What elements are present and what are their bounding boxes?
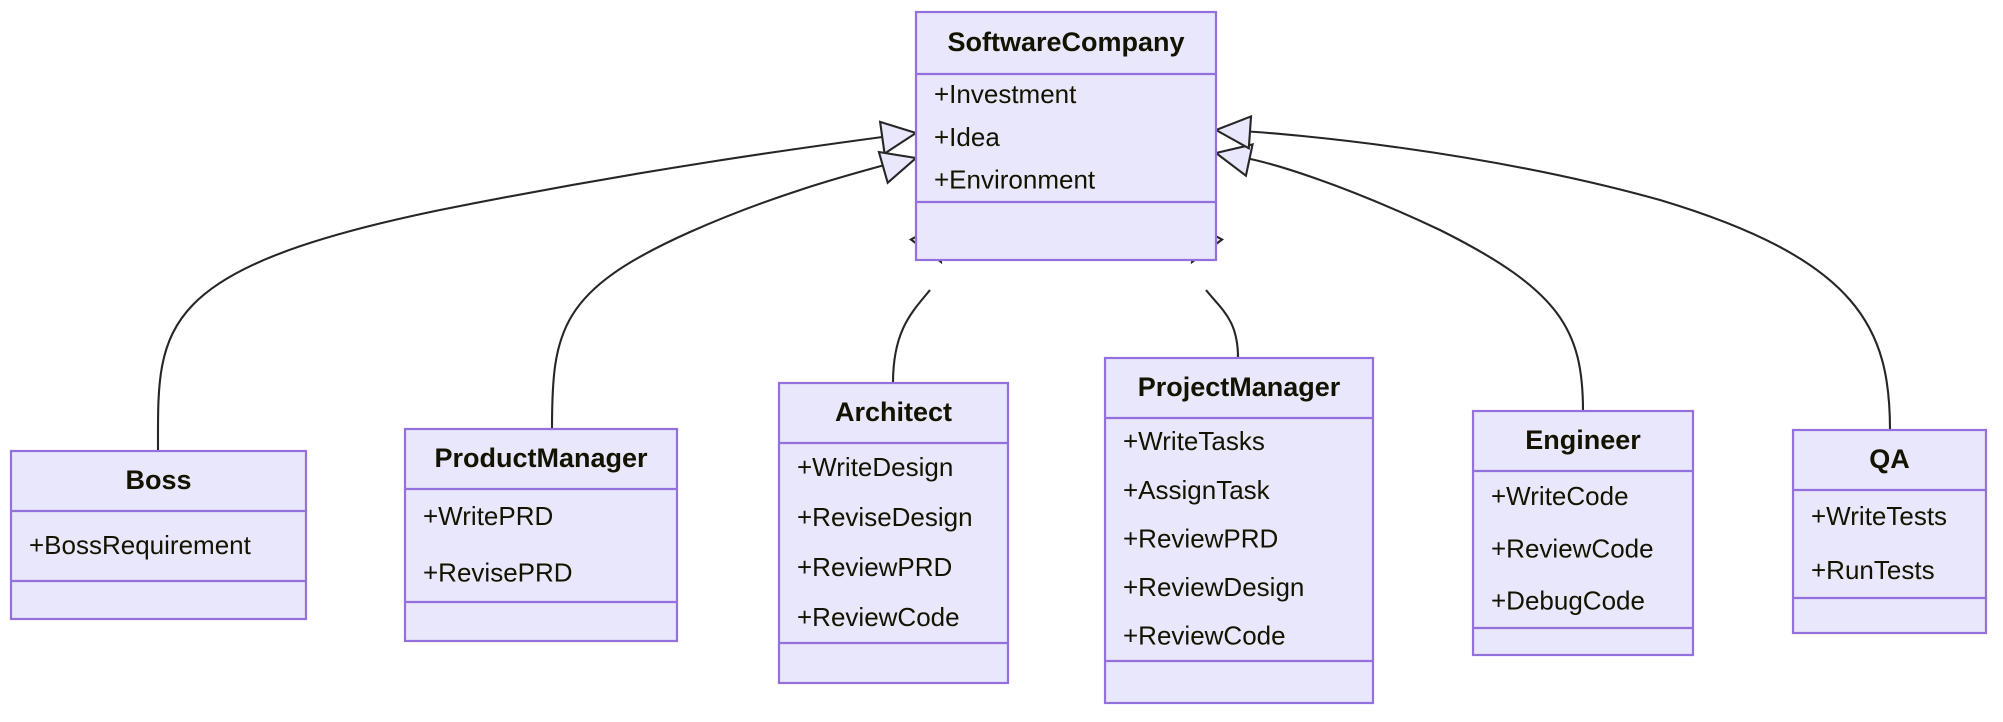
inheritance-edge-productmanager <box>550 150 919 430</box>
class-member: +ReviewCode <box>1123 621 1286 651</box>
class-member: +ReviseDesign <box>797 502 973 532</box>
class-member: +WritePRD <box>423 501 553 531</box>
class-box <box>403 427 679 643</box>
class-box <box>1103 356 1375 705</box>
class-member: +BossRequirement <box>29 530 252 560</box>
class-box <box>1471 409 1695 657</box>
class-member: +ReviewPRD <box>1123 523 1278 553</box>
class-node-boss[interactable]: Boss +BossRequirement <box>9 449 308 621</box>
edge-line <box>1239 155 1585 412</box>
class-title: Architect <box>835 397 952 427</box>
class-member: +WriteTests <box>1811 501 1947 531</box>
edge-line <box>1205 289 1240 359</box>
class-node-engineer[interactable]: Engineer +WriteCode +ReviewCode +DebugCode <box>1471 409 1695 657</box>
hollow-triangle-arrow-icon <box>878 120 919 156</box>
class-box <box>9 449 308 621</box>
class-node-qa[interactable]: QA +WriteTests +RunTests <box>1791 428 1988 635</box>
edge-line <box>156 134 891 452</box>
hollow-triangle-arrow-icon <box>1213 143 1254 178</box>
class-title: ProjectManager <box>1138 372 1341 402</box>
inheritance-edge-boss <box>156 120 919 452</box>
class-member: +RevisePRD <box>423 558 573 588</box>
class-member: +ReviewDesign <box>1123 572 1304 602</box>
class-member: +WriteTasks <box>1123 426 1265 456</box>
class-member: +RunTests <box>1811 555 1935 585</box>
inheritance-edge-engineer <box>1213 143 1585 412</box>
class-title: Boss <box>125 465 191 495</box>
class-member: +Environment <box>934 165 1096 195</box>
class-box <box>1791 428 1988 635</box>
class-member: +ReviewCode <box>797 602 960 632</box>
edge-line <box>1241 129 1892 431</box>
class-title: Engineer <box>1525 425 1641 455</box>
class-box <box>914 10 1218 262</box>
class-member: +Idea <box>934 122 1000 152</box>
class-title: QA <box>1869 444 1910 474</box>
class-box <box>777 381 1010 685</box>
edge-line <box>891 289 931 384</box>
class-title: SoftwareCompany <box>947 27 1184 57</box>
class-member: +ReviewCode <box>1491 533 1654 563</box>
class-member: +Investment <box>934 79 1077 109</box>
edge-line <box>550 161 893 430</box>
class-member: +AssignTask <box>1123 475 1271 505</box>
class-member: +ReviewPRD <box>797 552 952 582</box>
hollow-triangle-arrow-icon <box>1213 114 1253 151</box>
class-node-product-manager[interactable]: ProductManager +WritePRD +RevisePRD <box>403 427 679 643</box>
inheritance-edge-qa <box>1213 114 1892 431</box>
class-member: +WriteCode <box>1491 481 1629 511</box>
class-node-project-manager[interactable]: ProjectManager +WriteTasks +AssignTask +Rev… <box>1103 356 1375 705</box>
class-title: ProductManager <box>434 443 648 473</box>
class-member: +DebugCode <box>1491 586 1645 616</box>
class-member: +WriteDesign <box>797 452 953 482</box>
class-node-software-company[interactable]: SoftwareCompany +Investment +Idea +Environm… <box>914 10 1218 262</box>
nodes-layer: SoftwareCompany +Investment +Idea +Environm… <box>9 10 1988 705</box>
class-node-architect[interactable]: Architect +WriteDesign +ReviseDesign +Revie… <box>777 381 1010 685</box>
hollow-triangle-arrow-icon <box>877 150 919 185</box>
